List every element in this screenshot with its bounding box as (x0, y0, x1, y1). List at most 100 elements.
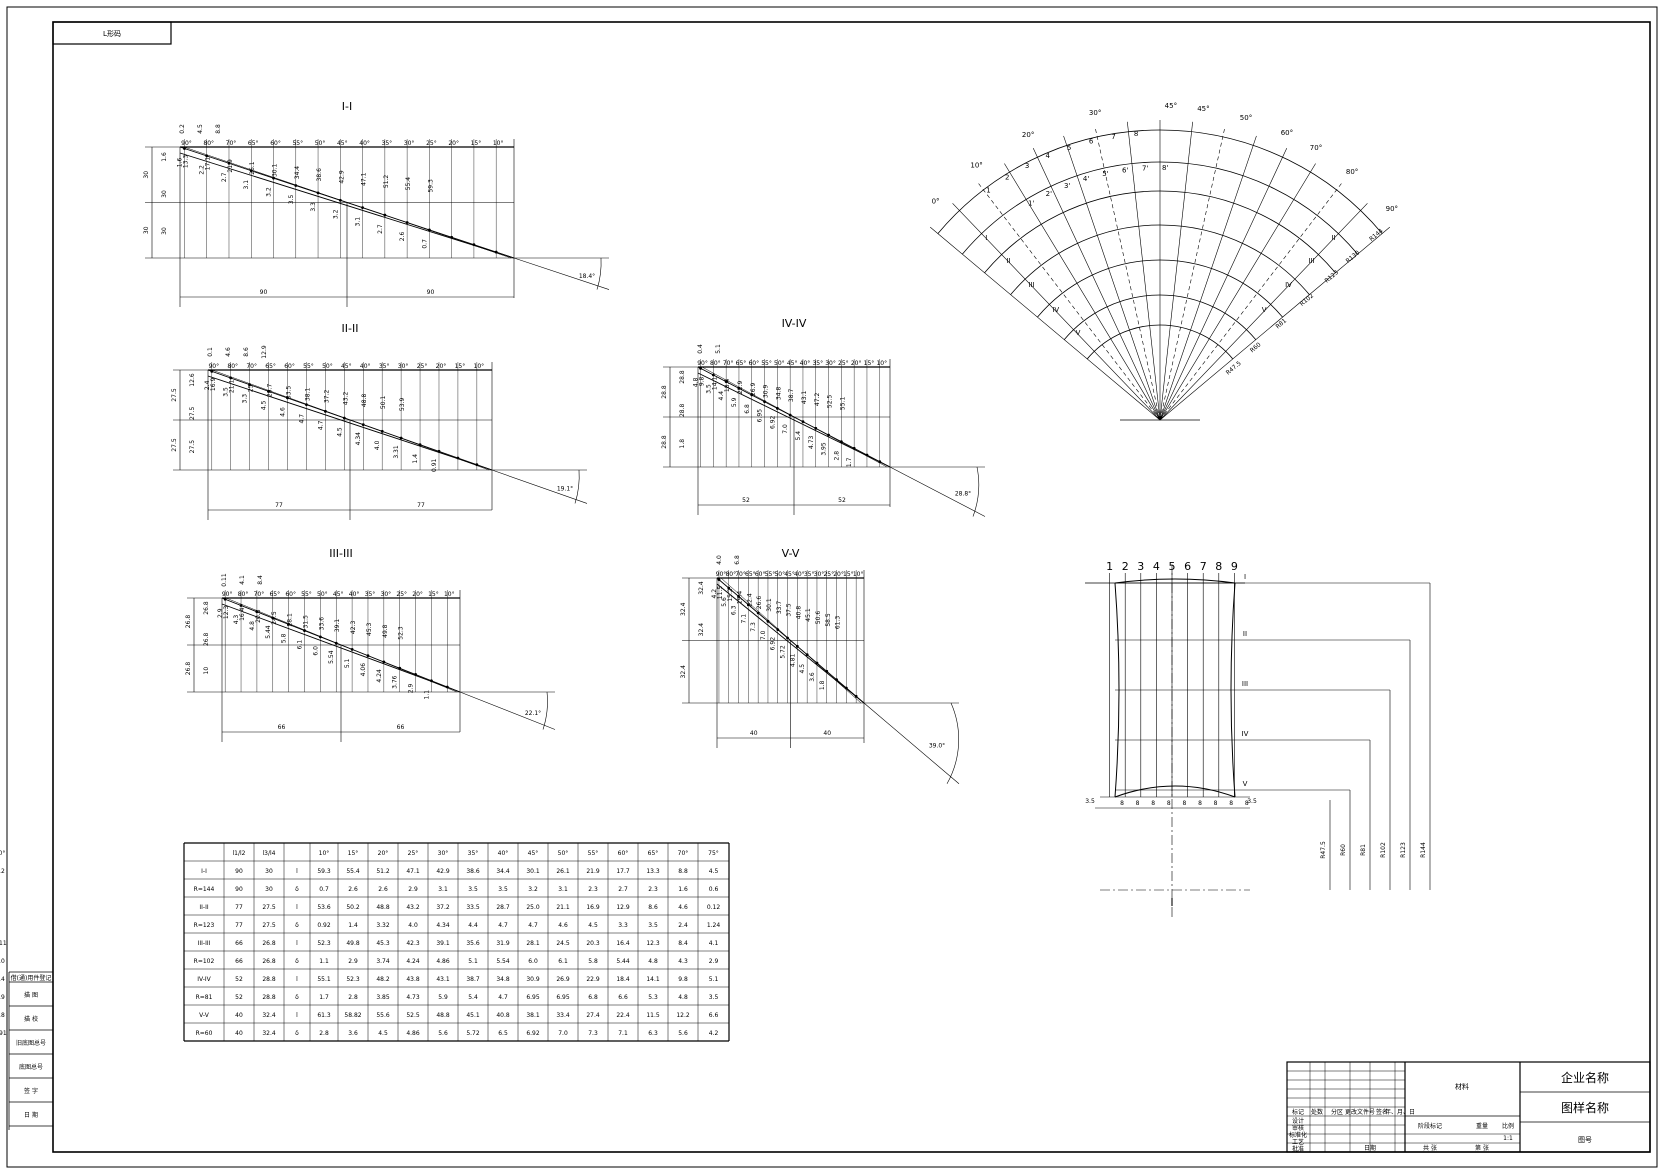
angle-tick-label: 50° (315, 140, 326, 147)
table-cell: 4.0 (408, 922, 418, 929)
angle-tick-label: 65° (269, 591, 280, 598)
table-cell: 4.5 (378, 1030, 388, 1037)
tb-header: 处数 (1311, 1108, 1323, 1116)
top-label: 0.2 (179, 124, 186, 134)
table-cell: 6.8 (588, 994, 598, 1001)
height-label: 27.5 (171, 438, 178, 452)
angle-tick-label: 80° (710, 360, 721, 367)
left-label: 1.8 (679, 439, 686, 449)
table-cell: 0.7 (319, 886, 329, 893)
table-cell: 1.24 (707, 922, 721, 929)
ray (977, 181, 1161, 421)
node-point (239, 604, 243, 607)
node-point (405, 221, 409, 224)
delta-value: 4.8 (249, 621, 256, 631)
delta-value: 3.6 (809, 672, 816, 682)
node-point (287, 622, 291, 626)
table-cell: R=144 (194, 886, 215, 893)
table-cell: 30.9 (526, 976, 540, 983)
profile-radius: R60 (1340, 844, 1347, 856)
table-cell: 5.3 (648, 994, 658, 1001)
table-cell: 6.6 (709, 1012, 719, 1019)
fan-angle: 20° (1022, 131, 1034, 139)
angle-tick-label: 25° (426, 140, 437, 147)
l-value: 50.6 (815, 611, 822, 625)
fan-angle: 10° (970, 162, 982, 170)
sheet-total: 共 张 (1423, 1144, 1437, 1152)
l-value: 52.5 (827, 395, 834, 409)
sheet-no: 第 张 (1475, 1144, 1489, 1152)
node-point (210, 369, 214, 373)
table-cell: R=60 (196, 1030, 213, 1037)
table-cell: 2.3 (648, 886, 658, 893)
delta-value: 6.1 (297, 640, 304, 650)
node-point (494, 250, 498, 254)
node-point (801, 420, 805, 424)
table-cell: 27.5 (262, 904, 276, 911)
angle-tick-label: 50° (774, 571, 785, 578)
table-cell: 55.6 (376, 1012, 390, 1019)
table-cell: 30.1 (526, 868, 540, 875)
table-cell: 22.9 (586, 976, 600, 983)
fan-radius: R60 (1249, 341, 1263, 354)
l-value: 43.2 (342, 392, 349, 406)
table-cell: I-I (201, 868, 207, 875)
table-cell: 5.1 (468, 958, 478, 965)
profile-radius: R123 (1400, 842, 1407, 858)
table-cell: 0.6 (709, 886, 719, 893)
top-label: 0.1 (207, 347, 214, 357)
node-point (398, 666, 402, 670)
strip-label: 日 期 (24, 1111, 38, 1119)
node-point (776, 628, 780, 632)
diagonal-b (207, 375, 493, 471)
width-label: 40 (750, 730, 758, 737)
left-label: 32.4 (698, 623, 705, 637)
table-cell: 40.8 (496, 1012, 510, 1019)
table-cell: 21.9 (586, 868, 600, 875)
table-head: 65° (648, 850, 659, 857)
fan-angle: 60° (1281, 129, 1293, 137)
delta-value: 3.3 (310, 202, 317, 212)
l-value: 22.4 (746, 593, 753, 607)
node-point (835, 678, 838, 682)
table-cell: 5.1 (709, 976, 719, 983)
top-label: 4.0 (716, 555, 723, 565)
section-title: V-V (782, 547, 800, 560)
company: 企业名称 (1561, 1070, 1609, 1085)
table-cell: R=81 (196, 994, 213, 1001)
height-label: 30 (143, 226, 150, 234)
node-point (456, 456, 460, 460)
delta-value: 3.31 (393, 445, 400, 459)
height-label: 32.4 (680, 665, 687, 679)
table-cell: 52.3 (346, 976, 360, 983)
table-cell: 2.9 (709, 958, 719, 965)
table-cell: 5.4 (468, 994, 478, 1001)
node-point (825, 669, 829, 673)
scale: 1:1 (1503, 1135, 1513, 1142)
l-value: 37.2 (323, 390, 330, 404)
section-title: IV-IV (782, 317, 807, 330)
table-cell: 0.12 (707, 904, 721, 911)
node-point (427, 228, 431, 232)
strip-label: 描 校 (24, 1015, 38, 1023)
profile-number: 6 (1184, 560, 1191, 573)
angle-tick-label: 90° (716, 571, 727, 578)
angle-arc (542, 691, 548, 730)
node-point (750, 393, 754, 397)
l-value: 28.7 (267, 384, 274, 398)
l-value: 12.3 (223, 606, 230, 620)
profile-number: 8 (1215, 560, 1222, 573)
table-cell: 6.95 (556, 994, 570, 1001)
diagonal-c (225, 597, 458, 693)
node-point (737, 594, 740, 598)
table-cell: 66 (235, 958, 243, 965)
fan-angle: 50° (1240, 114, 1252, 122)
angle-tick-label: 55° (761, 360, 772, 367)
node-point (814, 426, 818, 430)
node-point (361, 206, 364, 210)
table-cell: 4.8 (648, 958, 658, 965)
fan-angle: 70° (1310, 144, 1322, 152)
